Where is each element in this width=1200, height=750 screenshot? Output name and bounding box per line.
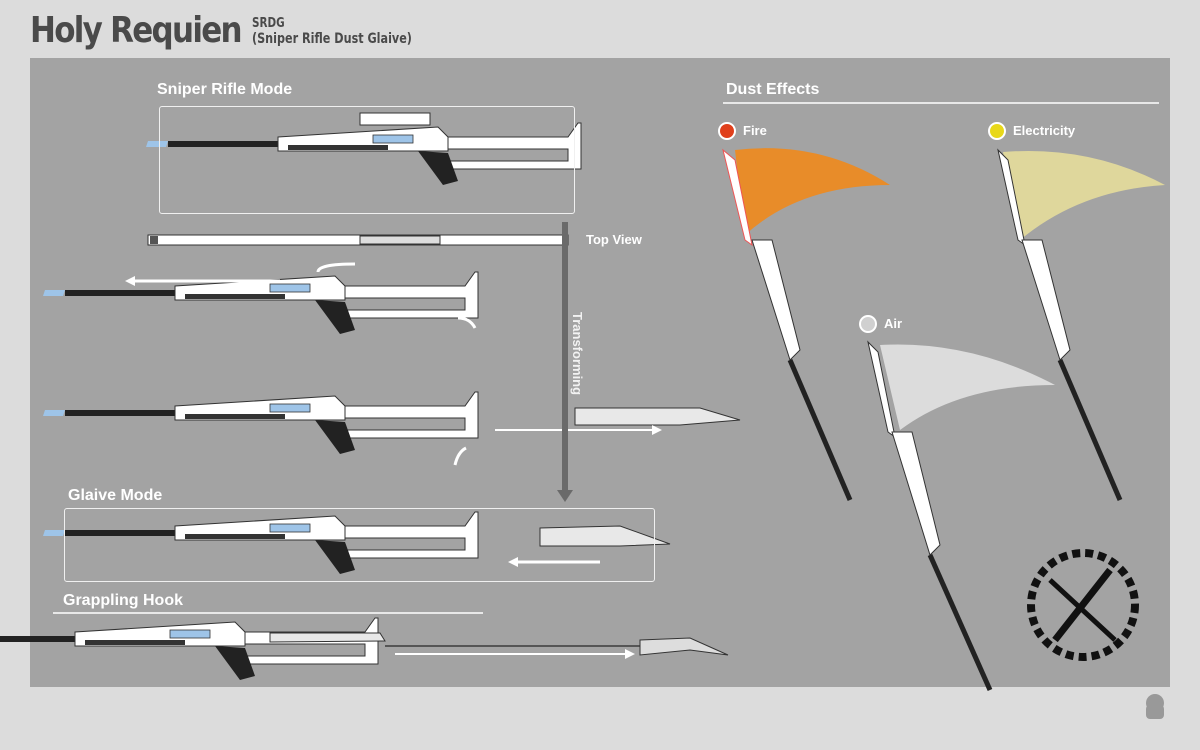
top-view-label: Top View — [586, 232, 642, 247]
transforming-label: Transforming — [570, 312, 585, 396]
electricity-label: Electricity — [1013, 123, 1076, 138]
grapple-underline — [53, 612, 483, 614]
glaive-mode-frame — [64, 508, 655, 582]
electricity-glaive-drawing — [997, 148, 1165, 501]
dust-effects-label: Dust Effects — [726, 81, 820, 98]
weapon-code: SRDG — [252, 16, 285, 31]
grapple-label: Grappling Hook — [63, 592, 183, 609]
page-title: Holy Requien — [30, 10, 243, 51]
air-glaive-drawing — [867, 340, 1055, 692]
emblem-logo — [1027, 549, 1139, 661]
dust-underline — [723, 102, 1159, 104]
glaive-mode-label: Glaive Mode — [68, 487, 163, 504]
fire-label: Fire — [743, 123, 767, 138]
electricity-dust-icon — [988, 122, 1006, 140]
sniper-mode-frame — [159, 106, 575, 214]
air-dust-icon — [859, 315, 877, 333]
weapon-subtitle: (Sniper Rifle Dust Glaive) — [252, 31, 412, 47]
fire-dust-icon — [718, 122, 736, 140]
watermark-logo — [1146, 694, 1164, 719]
sniper-mode-label: Sniper Rifle Mode — [157, 81, 293, 98]
air-label: Air — [884, 316, 903, 331]
fire-glaive-drawing — [722, 148, 890, 501]
